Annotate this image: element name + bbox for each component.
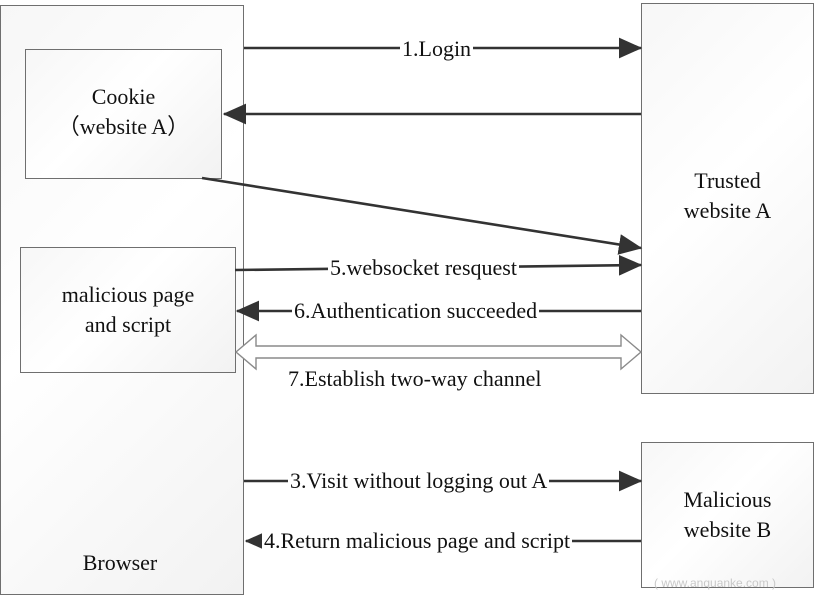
trusted-website-label-line1: Trusted: [694, 168, 761, 193]
channel-label: 7.Establish two-way channel: [288, 366, 542, 391]
cookie-label: Cookie （website A）: [30, 82, 217, 142]
two-way-channel-arrow: [234, 333, 643, 371]
cookie-box: [25, 49, 222, 179]
trusted-website-label: Trusted website A: [643, 166, 812, 226]
trusted-website-label-line2: website A: [683, 198, 772, 223]
return-page-label: 4.Return malicious page and script: [262, 528, 573, 553]
malicious-page-label-line1: malicious page: [61, 282, 195, 307]
malicious-page-box: [20, 247, 236, 373]
cookie-label-line1: Cookie: [91, 84, 156, 109]
malicious-website-box: [641, 442, 814, 588]
malicious-website-label-line1: Malicious: [683, 487, 772, 512]
browser-label: Browser: [82, 550, 158, 575]
cookie-label-line2: （website A）: [57, 114, 190, 139]
malicious-website-label: Malicious website B: [643, 485, 812, 545]
malicious-website-label-line2: website B: [683, 517, 772, 542]
login-label: 1.Login: [400, 36, 474, 61]
visit-label: 3.Visit without logging out A: [288, 468, 550, 493]
cookie-sent-arrow: [201, 176, 643, 255]
watermark: ( www.anquanke.com ): [654, 576, 777, 590]
trusted-website-box: [641, 3, 814, 394]
ws-request-label: 5.websocket resquest: [328, 255, 519, 280]
auth-ok-label: 6.Authentication succeeded: [292, 298, 540, 323]
malicious-page-label-line2: and script: [84, 312, 172, 337]
malicious-page-label: malicious page and script: [22, 280, 234, 340]
